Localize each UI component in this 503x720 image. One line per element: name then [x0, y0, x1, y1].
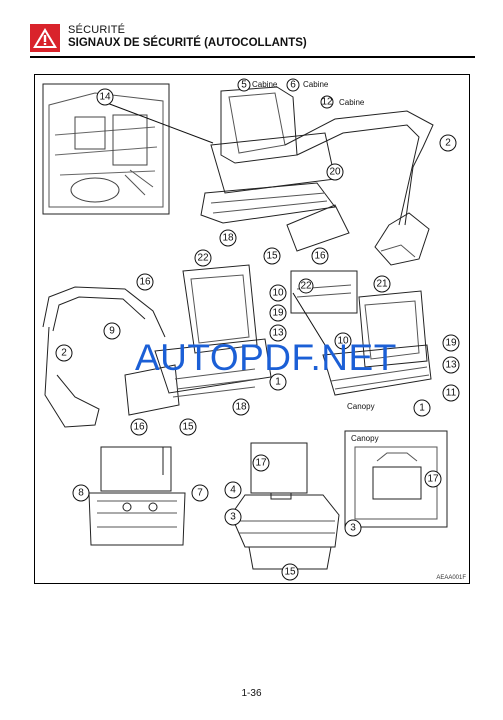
- label-canopy-right: Canopy: [347, 402, 375, 411]
- svg-text:16: 16: [139, 277, 151, 288]
- inset-cab-interior: [42, 83, 170, 215]
- svg-text:1: 1: [419, 403, 425, 414]
- svg-text:19: 19: [445, 338, 457, 349]
- callout: 19: [269, 304, 287, 322]
- page-header: SÉCURITÉ SIGNAUX DE SÉCURITÉ (AUTOCOLLAN…: [30, 20, 477, 56]
- callout: 14: [96, 88, 114, 106]
- label-cabine-12: Cabine: [339, 98, 365, 107]
- callout: 16: [130, 418, 148, 436]
- callout: 16: [311, 247, 329, 265]
- callout: 11: [442, 384, 460, 402]
- callout: 6: [286, 78, 300, 92]
- callout: 16: [136, 273, 154, 291]
- callout: 1: [413, 399, 431, 417]
- excavator-cabine-view: [200, 86, 434, 266]
- svg-text:15: 15: [266, 251, 278, 262]
- callout: 10: [269, 284, 287, 302]
- safety-decals-figure: Cabine Cabine Cabine Canopy Canopy 14 5 …: [34, 74, 470, 584]
- figure-code: AEAA001F: [436, 575, 466, 581]
- svg-text:3: 3: [350, 523, 356, 534]
- svg-text:5: 5: [241, 80, 247, 91]
- callout: 21: [373, 275, 391, 293]
- excavator-left-view: [42, 264, 272, 428]
- watermark-text: AUTOPDF.NET: [135, 337, 397, 378]
- svg-text:17: 17: [427, 474, 439, 485]
- page-title: SIGNAUX DE SÉCURITÉ (AUTOCOLLANTS): [68, 37, 307, 49]
- svg-text:2: 2: [61, 348, 67, 359]
- callout: 3: [224, 508, 242, 526]
- callout: 4: [224, 481, 242, 499]
- svg-text:6: 6: [290, 80, 296, 91]
- svg-text:22: 22: [300, 281, 312, 292]
- svg-text:12: 12: [321, 97, 333, 108]
- callout: 20: [326, 163, 344, 181]
- callout: 19: [442, 334, 460, 352]
- callout: 7: [191, 484, 209, 502]
- rear-view-left: [88, 446, 186, 546]
- inset-control-detail: [290, 270, 358, 314]
- svg-text:10: 10: [337, 336, 349, 347]
- svg-text:14: 14: [99, 92, 111, 103]
- callout: 18: [232, 398, 250, 416]
- svg-text:20: 20: [329, 167, 341, 178]
- svg-text:15: 15: [284, 567, 296, 578]
- callout: 5: [237, 78, 251, 92]
- callout: 10: [334, 332, 352, 350]
- callout: 15: [263, 247, 281, 265]
- svg-text:16: 16: [133, 422, 145, 433]
- page-number: 1-36: [241, 688, 262, 699]
- svg-text:17: 17: [255, 458, 267, 469]
- section-label: SÉCURITÉ: [68, 24, 126, 36]
- svg-text:22: 22: [197, 253, 209, 264]
- callout: 8: [72, 484, 90, 502]
- callouts: 14 5 6 12 2 20 18 15 16 22 16 9 2 10 19 …: [55, 78, 460, 581]
- svg-text:15: 15: [182, 422, 194, 433]
- svg-text:3: 3: [230, 512, 236, 523]
- callout: 15: [179, 418, 197, 436]
- callout: 12: [320, 95, 334, 109]
- callout: 13: [269, 324, 287, 342]
- svg-text:7: 7: [197, 488, 203, 499]
- svg-text:21: 21: [376, 279, 388, 290]
- callout: 1: [269, 373, 287, 391]
- svg-text:13: 13: [445, 360, 457, 371]
- callout: 17: [424, 470, 442, 488]
- svg-text:10: 10: [272, 288, 284, 299]
- callout: 18: [219, 229, 237, 247]
- callout: 13: [442, 356, 460, 374]
- excavator-canopy-view: [292, 290, 432, 396]
- label-cabine-5: Cabine: [252, 80, 278, 89]
- svg-text:13: 13: [272, 328, 284, 339]
- label-cabine-6: Cabine: [303, 80, 329, 89]
- callout: 22: [194, 249, 212, 267]
- header-divider: [30, 56, 475, 58]
- callout: 15: [281, 563, 299, 581]
- callout: 17: [252, 454, 270, 472]
- callout: 22: [298, 278, 314, 294]
- excavator-illustration: Cabine Cabine Cabine Canopy Canopy 14 5 …: [42, 78, 460, 581]
- rear-view-center: [230, 442, 340, 570]
- callout: 2: [439, 134, 457, 152]
- label-canopy-box: Canopy: [351, 434, 379, 443]
- inset-canopy-seat: [344, 430, 448, 528]
- callout: 2: [55, 344, 73, 362]
- svg-text:16: 16: [314, 251, 326, 262]
- svg-text:8: 8: [78, 488, 84, 499]
- svg-text:18: 18: [235, 402, 247, 413]
- svg-text:2: 2: [445, 138, 451, 149]
- svg-text:9: 9: [109, 326, 115, 337]
- callout: 3: [344, 519, 362, 537]
- svg-text:11: 11: [446, 388, 457, 399]
- callout: 9: [103, 322, 121, 340]
- svg-text:18: 18: [222, 233, 234, 244]
- svg-text:1: 1: [275, 377, 281, 388]
- svg-text:19: 19: [272, 308, 284, 319]
- warning-triangle-icon: [30, 24, 60, 52]
- svg-text:4: 4: [230, 485, 236, 496]
